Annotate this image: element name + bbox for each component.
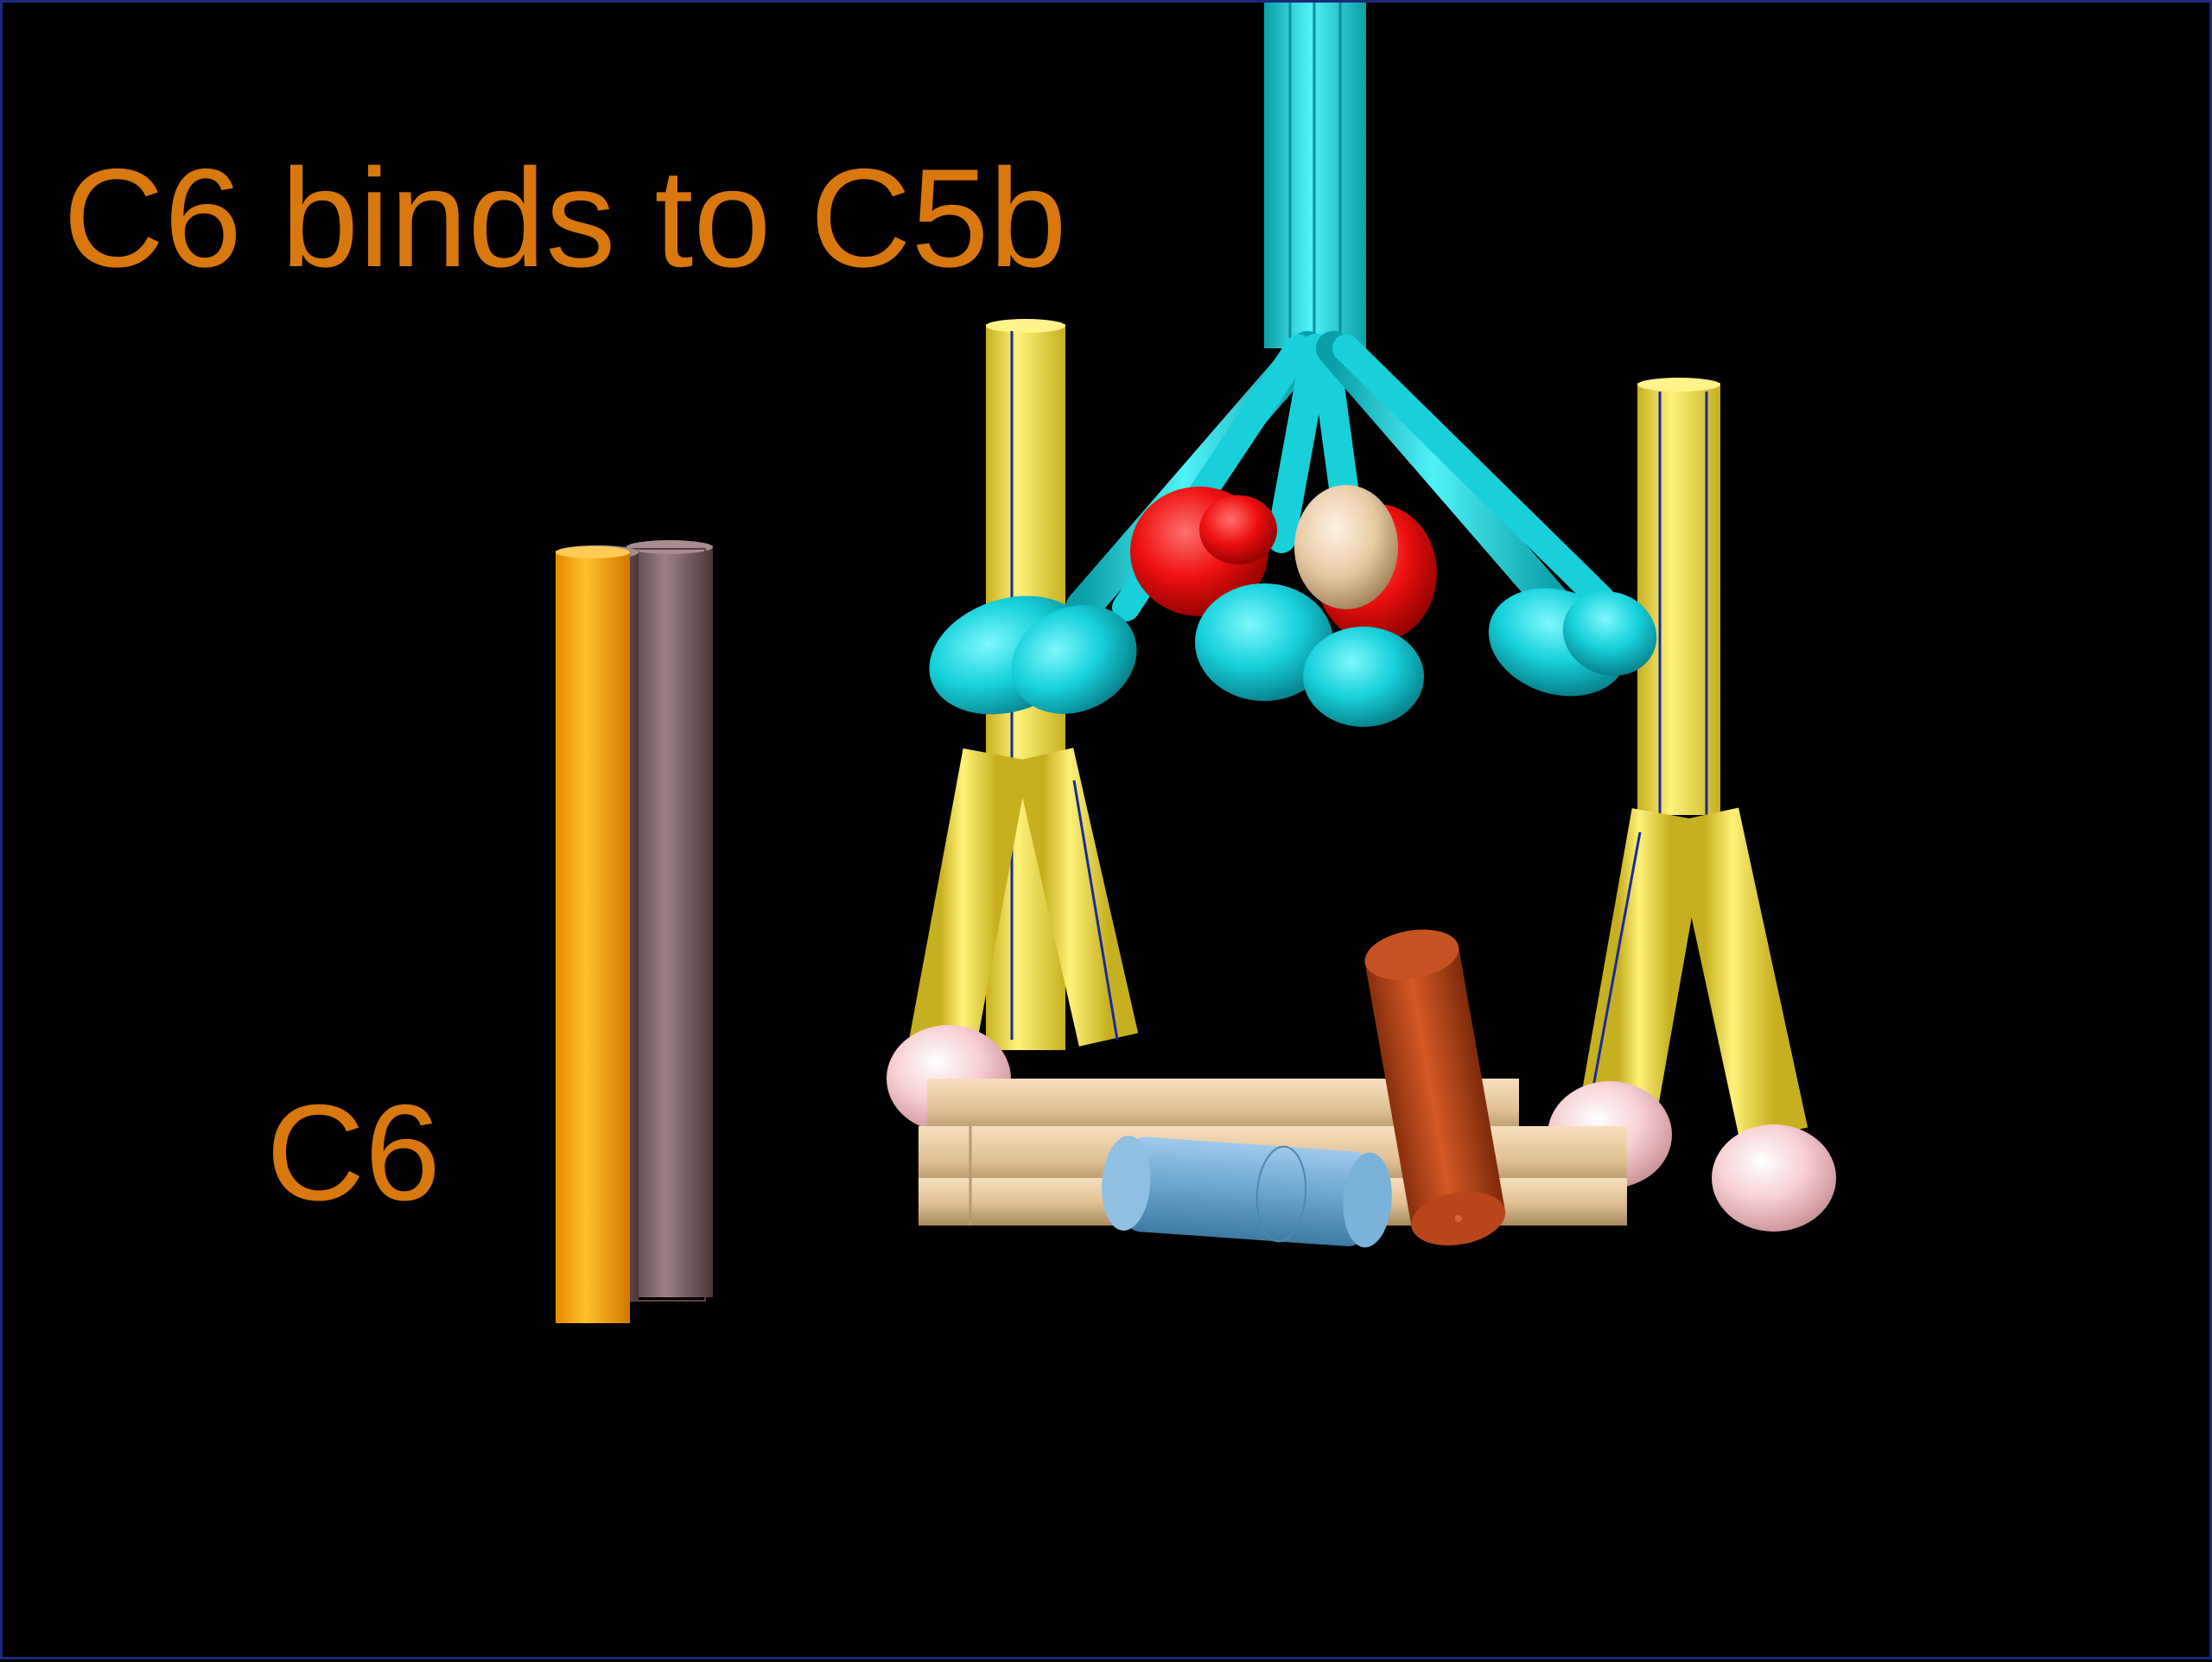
cyan-ball-center-2 — [1303, 627, 1424, 727]
blue-cylinder-body — [1123, 1137, 1370, 1246]
cyan-ball-right-2 — [1562, 591, 1657, 676]
yellow-rod-right-upper — [1637, 383, 1720, 815]
blue-cylinder-end-right — [1343, 1152, 1392, 1248]
cyan-ball-center-1 — [1195, 583, 1333, 701]
pink-ball-right-2 — [1712, 1124, 1836, 1232]
rust-cylinder-body — [1364, 946, 1505, 1227]
c6-mauve-rod-right-cap — [626, 540, 713, 554]
blue-cylinder-end-left — [1102, 1136, 1151, 1231]
rust-cylinder-dot — [1454, 1214, 1462, 1222]
rust-cylinder-top — [1364, 929, 1459, 980]
cyan-ball-left-2 — [1011, 605, 1137, 714]
tan-sphere — [1294, 485, 1398, 609]
slide-title: C6 binds to C5b — [63, 140, 1067, 296]
blue-cylinder — [1102, 1136, 1392, 1248]
blue-cylinder-ring — [1255, 1145, 1307, 1243]
cyan-arm-6 — [1332, 334, 1615, 613]
yellow-rod-left-cap — [986, 319, 1065, 333]
yellow-leg-left-inner — [1014, 748, 1139, 1047]
c6-label: C6 — [266, 1077, 441, 1229]
red-sphere-small — [1199, 495, 1277, 564]
c6-mauve-rod-right — [626, 545, 713, 1297]
diagram-svg: C6 binds to C5b C6 — [63, 3, 1836, 1323]
rust-cylinder — [1364, 929, 1506, 1246]
yellow-leg-left-seam — [1072, 780, 1119, 1041]
c6-molecule — [556, 540, 713, 1323]
yellow-leg-left-outer — [906, 748, 1030, 1064]
cyan-arm-3 — [1267, 334, 1331, 553]
c6-orange-rod — [556, 551, 630, 1323]
yellow-leg-right-outer — [1580, 808, 1709, 1116]
c6-orange-rod-cap — [556, 546, 630, 558]
yellow-rod-right-cap — [1637, 378, 1720, 392]
c5b-complex — [887, 3, 1836, 1248]
yellow-leg-right-inner — [1670, 807, 1808, 1143]
yellow-leg-right-seam — [1591, 831, 1642, 1092]
